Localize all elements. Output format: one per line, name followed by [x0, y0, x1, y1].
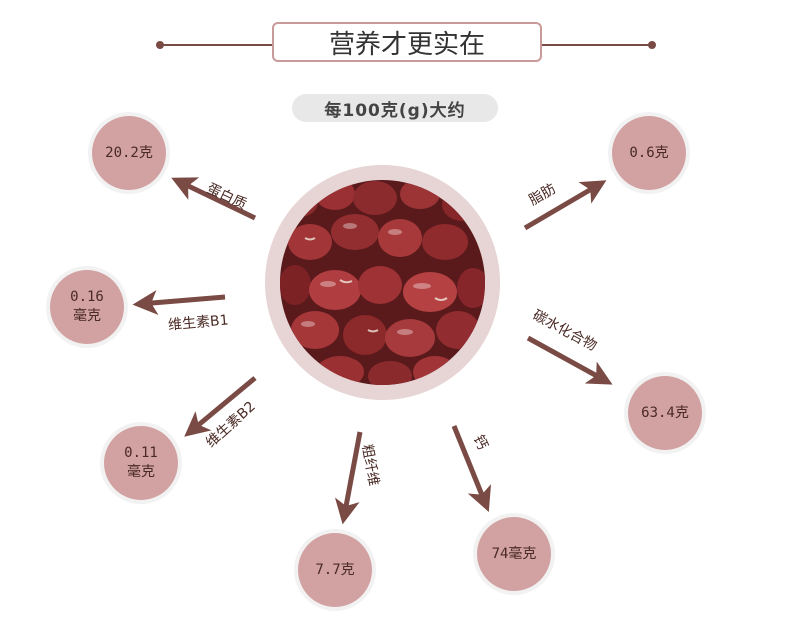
arrow-b2: [184, 376, 257, 437]
title-dot-right: [648, 41, 656, 49]
arrow-fiber: [334, 431, 363, 525]
b1-value-node: 0.16 毫克: [50, 270, 124, 344]
title-line-left: [160, 44, 272, 46]
page-title: 营养才更实在: [272, 22, 542, 62]
arrow-protein: [171, 177, 257, 221]
fiber-value-node: 7.7克: [298, 533, 372, 607]
title-line-right: [542, 44, 652, 46]
fat-value-node: 0.6克: [612, 116, 686, 190]
arrow-b1: [132, 290, 226, 316]
title-dot-left: [156, 41, 164, 49]
b2-value-node: 0.11 毫克: [104, 426, 178, 500]
red-beans-photo: [280, 180, 485, 385]
protein-value-node: 20.2克: [92, 116, 166, 190]
arrow-carb: [526, 335, 613, 385]
calcium-value-node: 74毫克: [477, 517, 551, 591]
carb-value-node: 63.4克: [628, 376, 702, 450]
subtitle-badge: 每100克(g)大约: [292, 94, 498, 122]
arrow-fat: [523, 180, 607, 231]
arrow-calcium: [451, 425, 492, 512]
